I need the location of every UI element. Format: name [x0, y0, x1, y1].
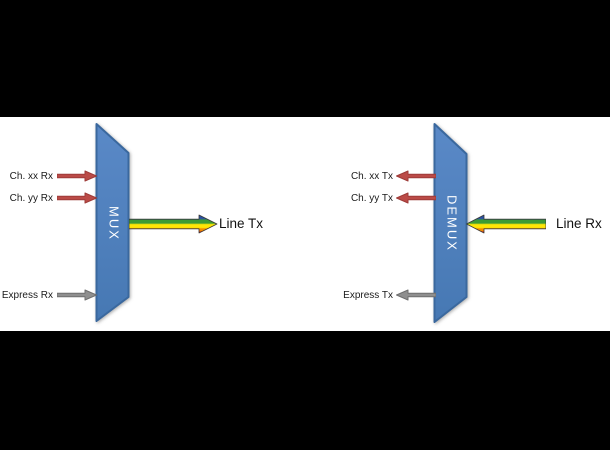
channel-arrow-right-icon [57, 192, 97, 204]
mux-label: MUX [106, 205, 122, 241]
demux-label: DEMUX [444, 194, 460, 252]
channel-arrow-left-icon [396, 170, 436, 182]
demux-shape [433, 123, 468, 323]
diagram-panel: MUX Ch. xx Rx Ch. yy Rx Express Rx Line … [0, 117, 610, 331]
channel-arrow-right-icon [57, 170, 97, 182]
demux-channel-output-label: Ch. yy Tx [350, 193, 393, 204]
line-rx-label: Line Rx [556, 216, 602, 231]
demux-channel-output-label: Ch. xx Tx [350, 171, 393, 182]
mux-channel-input-label: Ch. xx Rx [9, 171, 53, 182]
mux-shape [95, 123, 130, 322]
mux-channel-input-label: Ch. yy Rx [9, 193, 53, 204]
express-arrow-right-icon [57, 289, 97, 301]
rainbow-arrow-right-icon [129, 214, 218, 234]
line-tx-label: Line Tx [219, 216, 264, 231]
demux-express-output-label: Express Tx [343, 290, 393, 301]
express-arrow-left-icon [396, 289, 436, 301]
channel-arrow-left-icon [396, 192, 436, 204]
rainbow-arrow-left-icon [466, 214, 546, 234]
mux-express-input-label: Express Rx [1, 290, 53, 301]
